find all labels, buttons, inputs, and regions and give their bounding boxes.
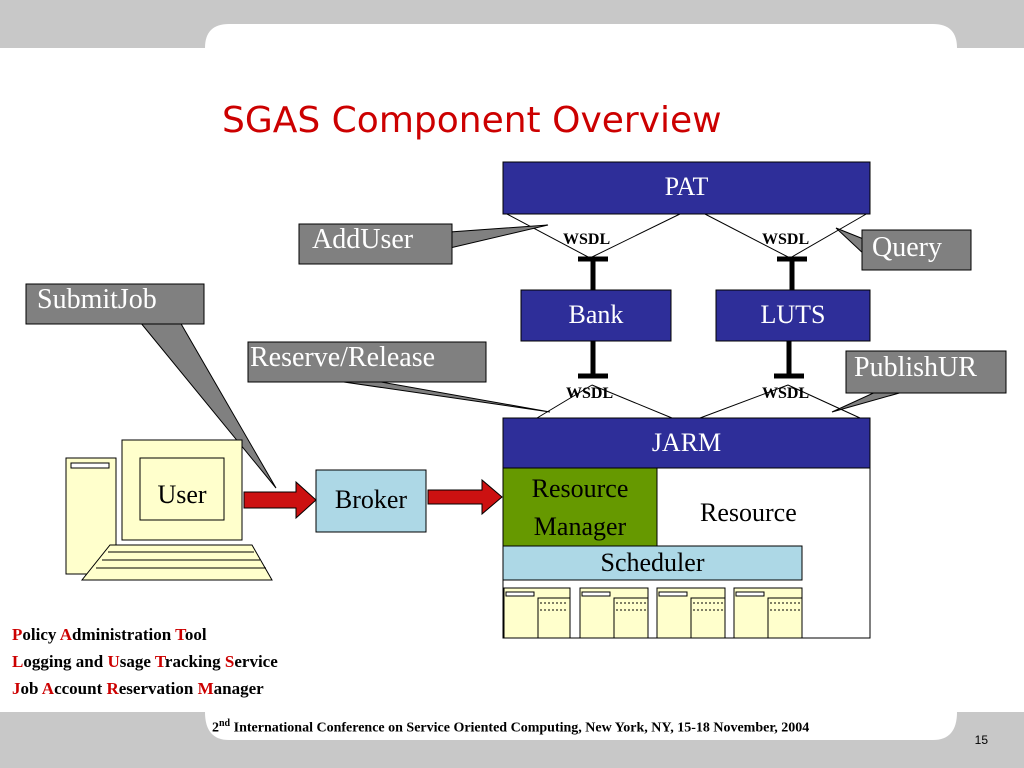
jarm-box xyxy=(502,417,871,469)
page-number: 15 xyxy=(974,733,988,747)
publishur-callout xyxy=(845,350,1007,394)
page-title: SGAS Component Overview xyxy=(222,100,722,141)
server-icons xyxy=(503,587,803,639)
server-icon xyxy=(733,587,803,639)
server-icon xyxy=(579,587,649,639)
reserve-release-callout xyxy=(247,341,487,383)
user-to-broker-arrow xyxy=(243,480,317,520)
pat-box xyxy=(502,161,871,215)
arrows xyxy=(243,478,503,520)
i-beam-connectors xyxy=(578,256,807,379)
adduser-callout xyxy=(298,223,453,265)
reserve-release-callout-label: Reserve/Release xyxy=(250,342,436,373)
wsdl-label-pat-luts: WSDL xyxy=(762,231,810,248)
submitjob-callout-label: SubmitJob xyxy=(37,284,157,315)
broker-label: Broker xyxy=(334,485,408,514)
resource-manager-label-line2: Manager xyxy=(533,512,627,541)
footer-text: 2nd International Conference on Service … xyxy=(212,718,810,736)
adduser-callout-label: AddUser xyxy=(312,224,414,255)
resource-manager-box xyxy=(502,467,658,549)
computer-icon xyxy=(65,439,273,581)
pat-label: PAT xyxy=(664,172,709,201)
query-callout xyxy=(861,229,972,271)
resource-label: Resource xyxy=(700,498,797,527)
wsdl-label-bank-jarm: WSDL xyxy=(566,385,614,402)
legend-line-pat: Policy Administration Tool xyxy=(12,625,207,644)
bank-box xyxy=(520,289,672,342)
server-icon xyxy=(503,587,571,639)
user-label: User xyxy=(157,480,207,509)
legend-line-luts: Logging and Usage Tracking Service xyxy=(12,652,278,671)
query-callout-label: Query xyxy=(872,232,942,263)
pat-connectors xyxy=(504,212,869,419)
luts-label: LUTS xyxy=(760,300,826,329)
luts-box xyxy=(715,289,871,342)
broker-box xyxy=(315,469,427,533)
scheduler-label: Scheduler xyxy=(600,548,705,577)
scheduler-box xyxy=(502,545,803,581)
broker-to-resource-arrow xyxy=(427,478,503,516)
callouts xyxy=(25,223,1007,489)
submitjob-callout xyxy=(25,283,205,325)
legend-line-jarm: Job Account Reservation Manager xyxy=(12,679,264,698)
wsdl-label-luts-jarm: WSDL xyxy=(762,385,810,402)
jarm-label: JARM xyxy=(651,428,722,457)
bank-label: Bank xyxy=(568,300,624,329)
publishur-callout-label: PublishUR xyxy=(854,352,977,383)
resource-manager-label-line1: Resource xyxy=(531,474,629,503)
wsdl-label-pat-bank: WSDL xyxy=(563,231,611,248)
server-icon xyxy=(656,587,726,639)
